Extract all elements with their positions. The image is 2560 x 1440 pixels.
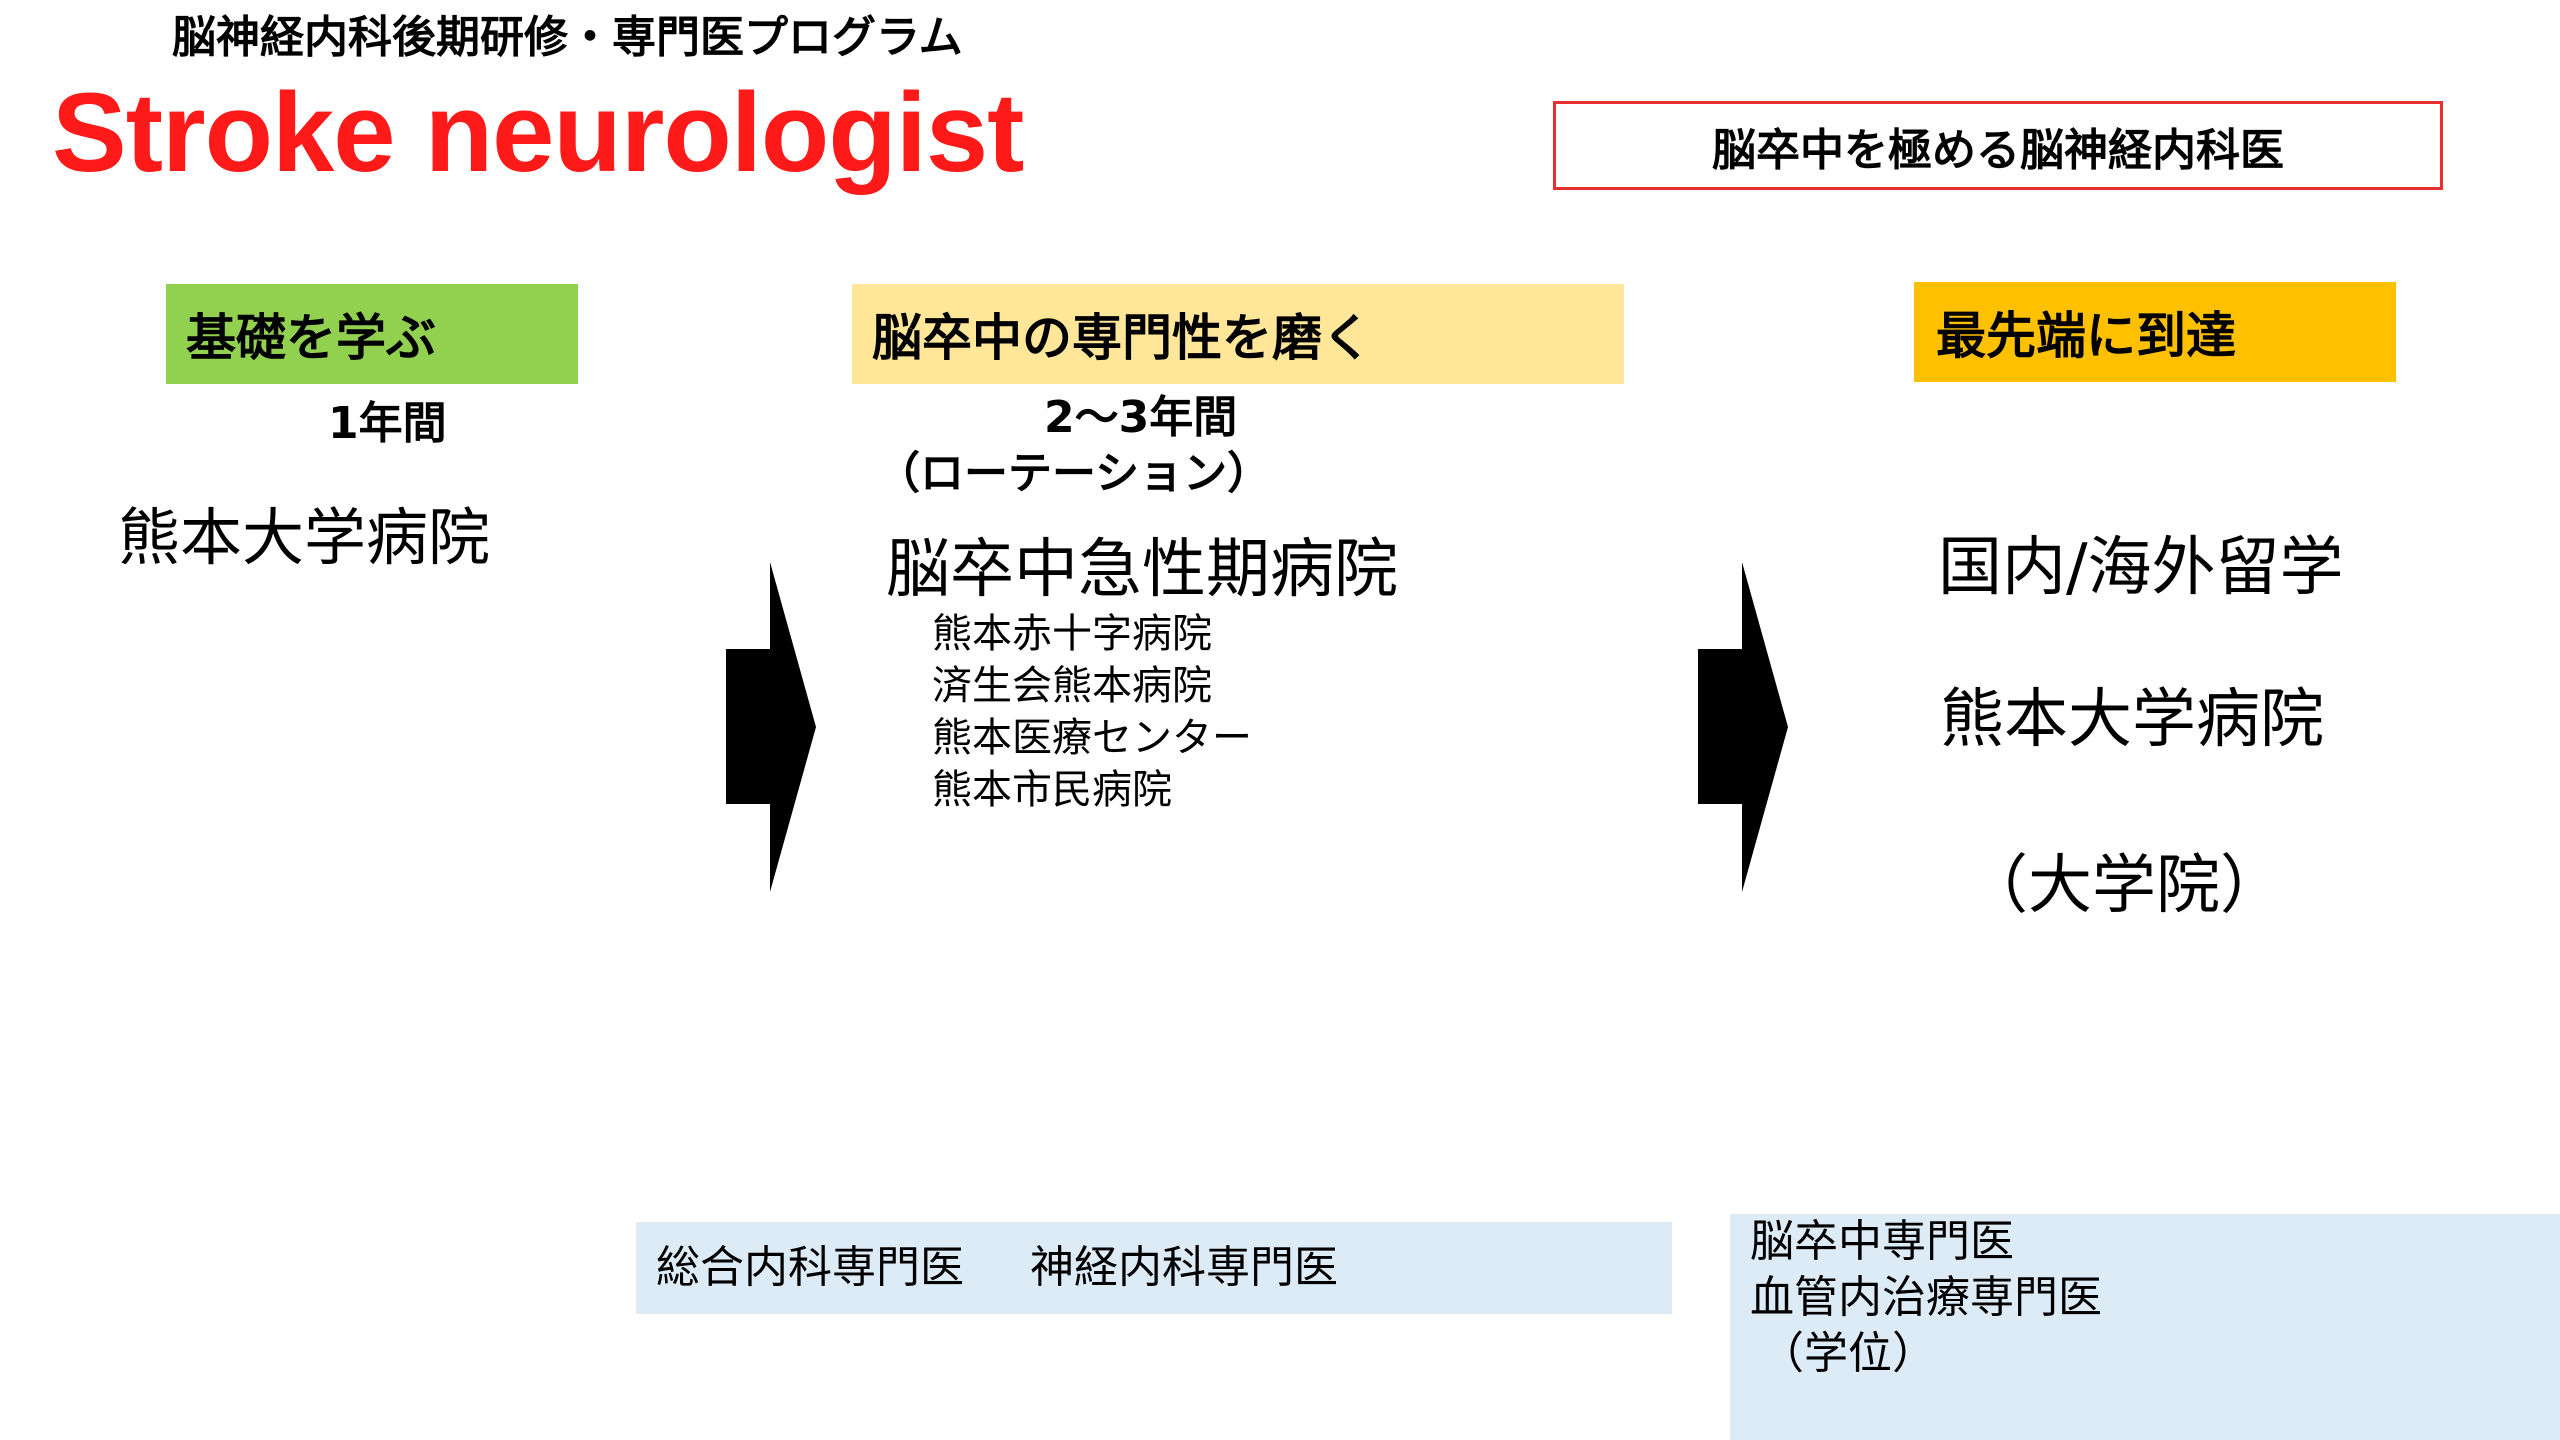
page-title: Stroke neurologist <box>52 70 1024 195</box>
stage-2-hospital-category: 脳卒中急性期病院 <box>886 533 1398 607</box>
right-arrow-icon <box>726 562 816 892</box>
certification-stroke: 脳卒中専門医 <box>1750 1216 2014 1267</box>
stage-2-duration: 2～3年間 <box>1044 392 1238 443</box>
stage-header-specialize: 脳卒中の専門性を磨く <box>852 284 1624 384</box>
stage-1-duration: 1年間 <box>328 398 447 449</box>
stage-label: 最先端に到達 <box>1936 307 2236 365</box>
list-item: 熊本赤十字病院 <box>932 611 1212 657</box>
stage-2-hospital-list: 熊本赤十字病院 済生会熊本病院 熊本医療センター 熊本市民病院 <box>932 608 1252 816</box>
certification-degree: （学位） <box>1760 1328 1936 1379</box>
stage-label: 基礎を学ぶ <box>186 309 436 367</box>
certification-endovascular: 血管内治療専門医 <box>1750 1272 2102 1323</box>
certification-internal-medicine: 総合内科専門医 <box>656 1242 964 1293</box>
list-item: 済生会熊本病院 <box>932 663 1212 709</box>
certification-box-basic: 総合内科専門医 神経内科専門医 <box>636 1222 1672 1314</box>
stage-2-duration-note: （ローテーション） <box>876 448 1272 499</box>
stage-1-hospital: 熊本大学病院 <box>118 501 491 574</box>
certification-box-advanced: 脳卒中専門医 血管内治療専門医 （学位） <box>1730 1214 2560 1440</box>
list-item: 熊本市民病院 <box>932 767 1172 813</box>
right-arrow-icon <box>1698 562 1788 892</box>
tagline-text: 脳卒中を極める脳神経内科医 <box>1712 124 2284 176</box>
tagline-box: 脳卒中を極める脳神経内科医 <box>1553 101 2443 190</box>
stage-header-advanced: 最先端に到達 <box>1914 282 2396 382</box>
list-item: 熊本医療センター <box>932 715 1252 761</box>
stage-3-line-study-abroad: 国内/海外留学 <box>1938 531 2344 605</box>
stage-header-basics: 基礎を学ぶ <box>166 284 578 384</box>
stage-3-line-graduate-school: （大学院） <box>1964 849 2284 923</box>
certification-neurology: 神経内科専門医 <box>1030 1242 1338 1293</box>
stage-label: 脳卒中の専門性を磨く <box>872 309 1372 367</box>
stage-3-line-university-hospital: 熊本大学病院 <box>1940 683 2324 757</box>
program-subtitle: 脳神経内科後期研修・専門医プログラム <box>172 12 963 63</box>
